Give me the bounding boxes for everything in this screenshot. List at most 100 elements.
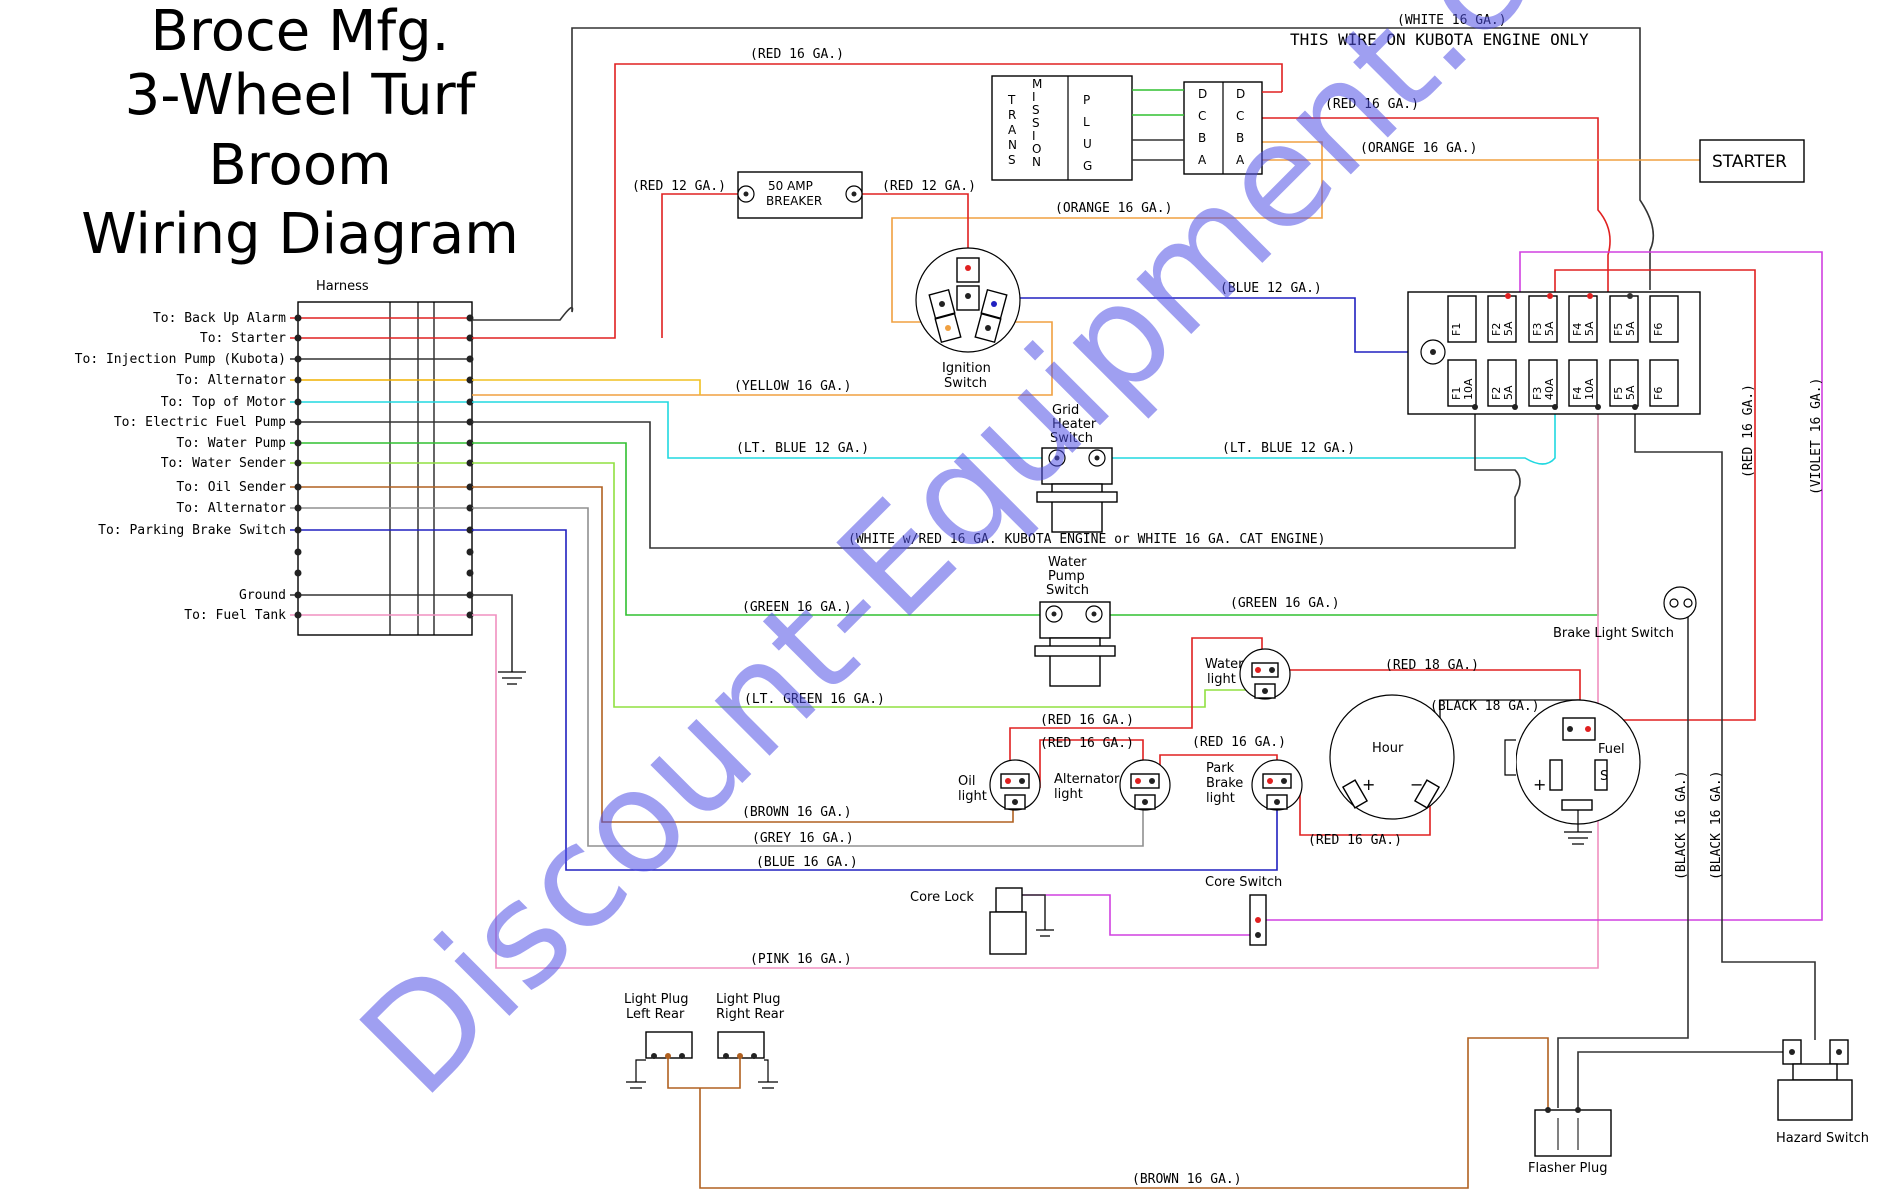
grid-heater-label-2: Heater (1052, 417, 1097, 432)
label-red-16-c: (RED 16 GA.) (1192, 735, 1286, 750)
wire-black-hazard (1634, 410, 1816, 1040)
wire-red-vert (1554, 269, 1756, 721)
park-brake-label-3: light (1206, 791, 1235, 806)
transmission-letter: R (1008, 108, 1016, 122)
fuse-rating: 5A (1502, 321, 1515, 336)
harness: Harness (297, 279, 473, 636)
label-yellow-16: (YELLOW 16 GA.) (734, 379, 851, 394)
transmission-letter: N (1008, 138, 1017, 152)
fuel-s-label: S (1600, 769, 1608, 784)
transmission-letter: B (1198, 131, 1206, 145)
wire-violet-core (1022, 894, 1257, 936)
label-white-red: (WHITE w/RED 16 GA. KUBOTA ENGINE or WHI… (848, 532, 1325, 547)
label-blue-12: (BLUE 12 GA.) (1220, 281, 1322, 296)
label-black-16-vert-a: (BLACK 16 GA.) (1674, 770, 1689, 880)
breaker-line1: 50 AMP (768, 179, 813, 193)
wire-grey (472, 507, 1144, 847)
hour-label: Hour (1372, 741, 1404, 756)
transmission-letter: T (1007, 93, 1016, 107)
flasher-plug-label: Flasher Plug (1528, 1161, 1608, 1176)
grid-heater-label-3: Switch (1050, 431, 1093, 446)
wire-white-top (472, 27, 1655, 321)
wire-brown (472, 486, 1014, 823)
harness-pin (466, 459, 474, 467)
harness-connection-label: Ground (239, 588, 286, 603)
svg-text:+: + (1362, 775, 1375, 794)
wire-lt-blue (472, 401, 1556, 465)
fuse-terminal (1627, 293, 1633, 299)
transmission-letter: I (1032, 129, 1036, 143)
fuse-id: F4 (1571, 323, 1584, 336)
fuse (1609, 359, 1639, 407)
fuse-rating: 40A (1543, 378, 1556, 400)
hazard-switch-label: Hazard Switch (1776, 1131, 1869, 1146)
park-brake-light: Park Brake light (1206, 759, 1303, 811)
transmission-letter: L (1083, 115, 1090, 129)
harness-pin (466, 569, 474, 577)
harness-pin (294, 548, 302, 556)
transmission-letter: A (1198, 153, 1207, 167)
label-grey-16: (GREY 16 GA.) (752, 831, 854, 846)
label-red-16-a: (RED 16 GA.) (1040, 713, 1134, 728)
fuse (1568, 359, 1598, 407)
fuse-terminal (1595, 404, 1601, 410)
fuse (1487, 359, 1517, 407)
harness-pin (294, 526, 302, 534)
transmission-letter: U (1083, 137, 1092, 151)
light-plug-right-rear: Light Plug Right Rear (716, 992, 785, 1089)
breaker-line2: BREAKER (766, 194, 822, 208)
label-red-16-b: (RED 16 GA.) (1040, 736, 1134, 751)
harness-pin (294, 334, 302, 342)
water-pump-label-2: Pump (1048, 569, 1085, 584)
fuse (1447, 295, 1477, 343)
label-red-16-vert: (RED 16 GA.) (1741, 384, 1756, 478)
title-line-1: Broce Mfg. (150, 0, 450, 64)
water-pump-label-3: Switch (1046, 583, 1089, 598)
harness-pin (466, 398, 474, 406)
fuse-id: F1 (1450, 387, 1463, 400)
fuse (1649, 359, 1679, 407)
brake-light-switch-label: Brake Light Switch (1553, 626, 1674, 641)
water-light-label-1: Water (1205, 657, 1244, 672)
title-line-4: Wiring Diagram (81, 202, 519, 267)
wire-black-flasher (1577, 1040, 1791, 1108)
transmission-letter: M (1032, 77, 1042, 91)
harness-connection-label: To: Water Sender (161, 456, 286, 471)
transmission-letter: S (1032, 103, 1040, 117)
label-brown-16: (BROWN 16 GA.) (742, 805, 852, 820)
fuel-gauge: Fuel S + (1504, 699, 1641, 845)
light-plug-right-label-1: Light Plug (716, 992, 781, 1007)
label-lt-blue-right: (LT. BLUE 12 GA.) (1222, 441, 1355, 456)
core-lock-label: Core Lock (910, 890, 974, 905)
harness-pin (466, 526, 474, 534)
title-line-2: 3-Wheel Turf (124, 63, 476, 128)
harness-pin (294, 504, 302, 512)
harness-body (297, 301, 473, 636)
core-switch-label: Core Switch (1205, 875, 1282, 890)
breaker-50-amp: 50 AMP BREAKER (737, 171, 863, 219)
oil-light: Oil light (958, 759, 1041, 811)
fuel-label: Fuel (1598, 742, 1625, 757)
fuse-id: F5 (1612, 323, 1625, 336)
transmission-letter: B (1236, 131, 1244, 145)
fuse-rating: 5A (1624, 321, 1637, 336)
park-brake-label-1: Park (1206, 761, 1235, 776)
label-red-12-right: (RED 12 GA.) (882, 179, 976, 194)
harness-connection-label: To: Back Up Alarm (153, 311, 286, 326)
wire-red-top (472, 63, 1283, 339)
light-plug-left-rear: Light Plug Left Rear (624, 992, 693, 1089)
harness-pin (466, 611, 474, 619)
fuse-terminal (1512, 404, 1518, 410)
ignition-label-2: Switch (944, 376, 987, 391)
wire-blue-16 (472, 529, 1278, 871)
transmission-letter: S (1008, 153, 1016, 167)
starter-label: STARTER (1712, 152, 1787, 172)
ignition-switch: Ignition Switch (915, 247, 1021, 391)
core-switch: Core Switch (1205, 875, 1282, 946)
water-light-label-2: light (1207, 672, 1236, 687)
fuse-rating: 5A (1543, 321, 1556, 336)
fuse (1487, 295, 1517, 343)
transmission-letter: D (1198, 87, 1207, 101)
harness-connection-label: To: Top of Motor (161, 395, 286, 410)
